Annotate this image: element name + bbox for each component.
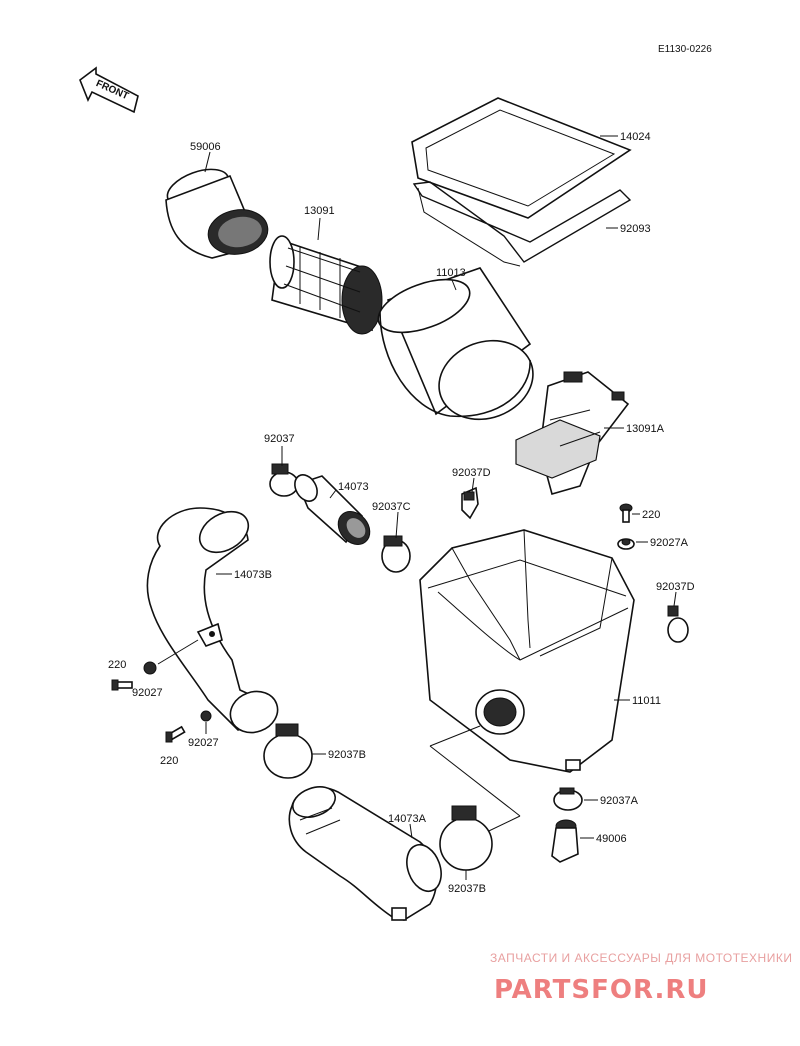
label-92027A: 92027A — [650, 537, 689, 549]
label-14073A: 14073A — [388, 813, 427, 825]
part-11011-airbox — [419, 529, 635, 841]
label-11013: 11013 — [436, 267, 466, 279]
label-220-right: 220 — [642, 509, 660, 521]
part-220-bolt-left-1 — [111, 679, 133, 691]
part-49006-drain — [551, 819, 579, 863]
label-49006: 49006 — [596, 833, 627, 845]
part-92027-grommet-left-2 — [200, 710, 212, 722]
label-59006: 59006 — [190, 141, 221, 153]
part-92093-gasket — [412, 181, 632, 267]
part-220-bolt-left-2 — [165, 725, 186, 743]
part-59006-cap — [165, 168, 269, 259]
label-92037C: 92037C — [372, 501, 411, 513]
label-14073B: 14073B — [234, 569, 272, 581]
label-92037-top: 92037 — [264, 433, 295, 445]
part-92027-grommet-left-1 — [143, 661, 157, 675]
part-92027A-grommet — [617, 538, 635, 550]
part-14073B-duct — [146, 507, 279, 734]
watermark-brand: PARTSFOR.RU — [494, 975, 708, 1005]
part-92037B-clamp-upper — [263, 723, 313, 779]
label-92037D-right: 92037D — [656, 581, 695, 593]
label-92037B-lower: 92037B — [448, 883, 486, 895]
label-11011: 11011 — [632, 695, 661, 707]
part-92037B-clamp-lower — [439, 805, 493, 871]
label-220-left-2: 220 — [160, 755, 178, 767]
part-13091A-bracket — [515, 371, 630, 495]
part-13091-cage — [269, 235, 383, 335]
part-92037C-clamp — [381, 535, 411, 573]
part-220-bolt-right — [619, 503, 633, 523]
label-92027-left-1: 92027 — [132, 687, 163, 699]
part-92037D-clip-left — [461, 486, 479, 520]
part-14073A-duct — [288, 786, 442, 921]
front-arrow-icon: FRONT — [79, 66, 139, 114]
label-92037D-left: 92037D — [452, 467, 491, 479]
label-14024: 14024 — [620, 131, 651, 143]
part-92037-clamp — [269, 463, 299, 497]
label-14073: 14073 — [338, 481, 369, 493]
part-92037A-clamp — [553, 787, 583, 811]
part-14024-frame — [411, 97, 632, 219]
label-92027-left-2: 92027 — [188, 737, 219, 749]
part-14073-tube — [294, 474, 371, 545]
label-13091: 13091 — [304, 205, 335, 217]
part-92037D-clip-right — [667, 605, 689, 643]
label-92037B-upper: 92037B — [328, 749, 366, 761]
diagram-code: E1130-0226 — [658, 44, 712, 55]
part-11013-filter — [377, 267, 534, 421]
label-13091A: 13091A — [626, 423, 665, 435]
watermark-tagline: ЗАПЧАСТИ И АКСЕССУАРЫ ДЛЯ МОТОТЕХНИКИ — [490, 951, 792, 965]
label-220-left-1: 220 — [108, 659, 126, 671]
label-92093: 92093 — [620, 223, 651, 235]
label-92037A: 92037A — [600, 795, 639, 807]
